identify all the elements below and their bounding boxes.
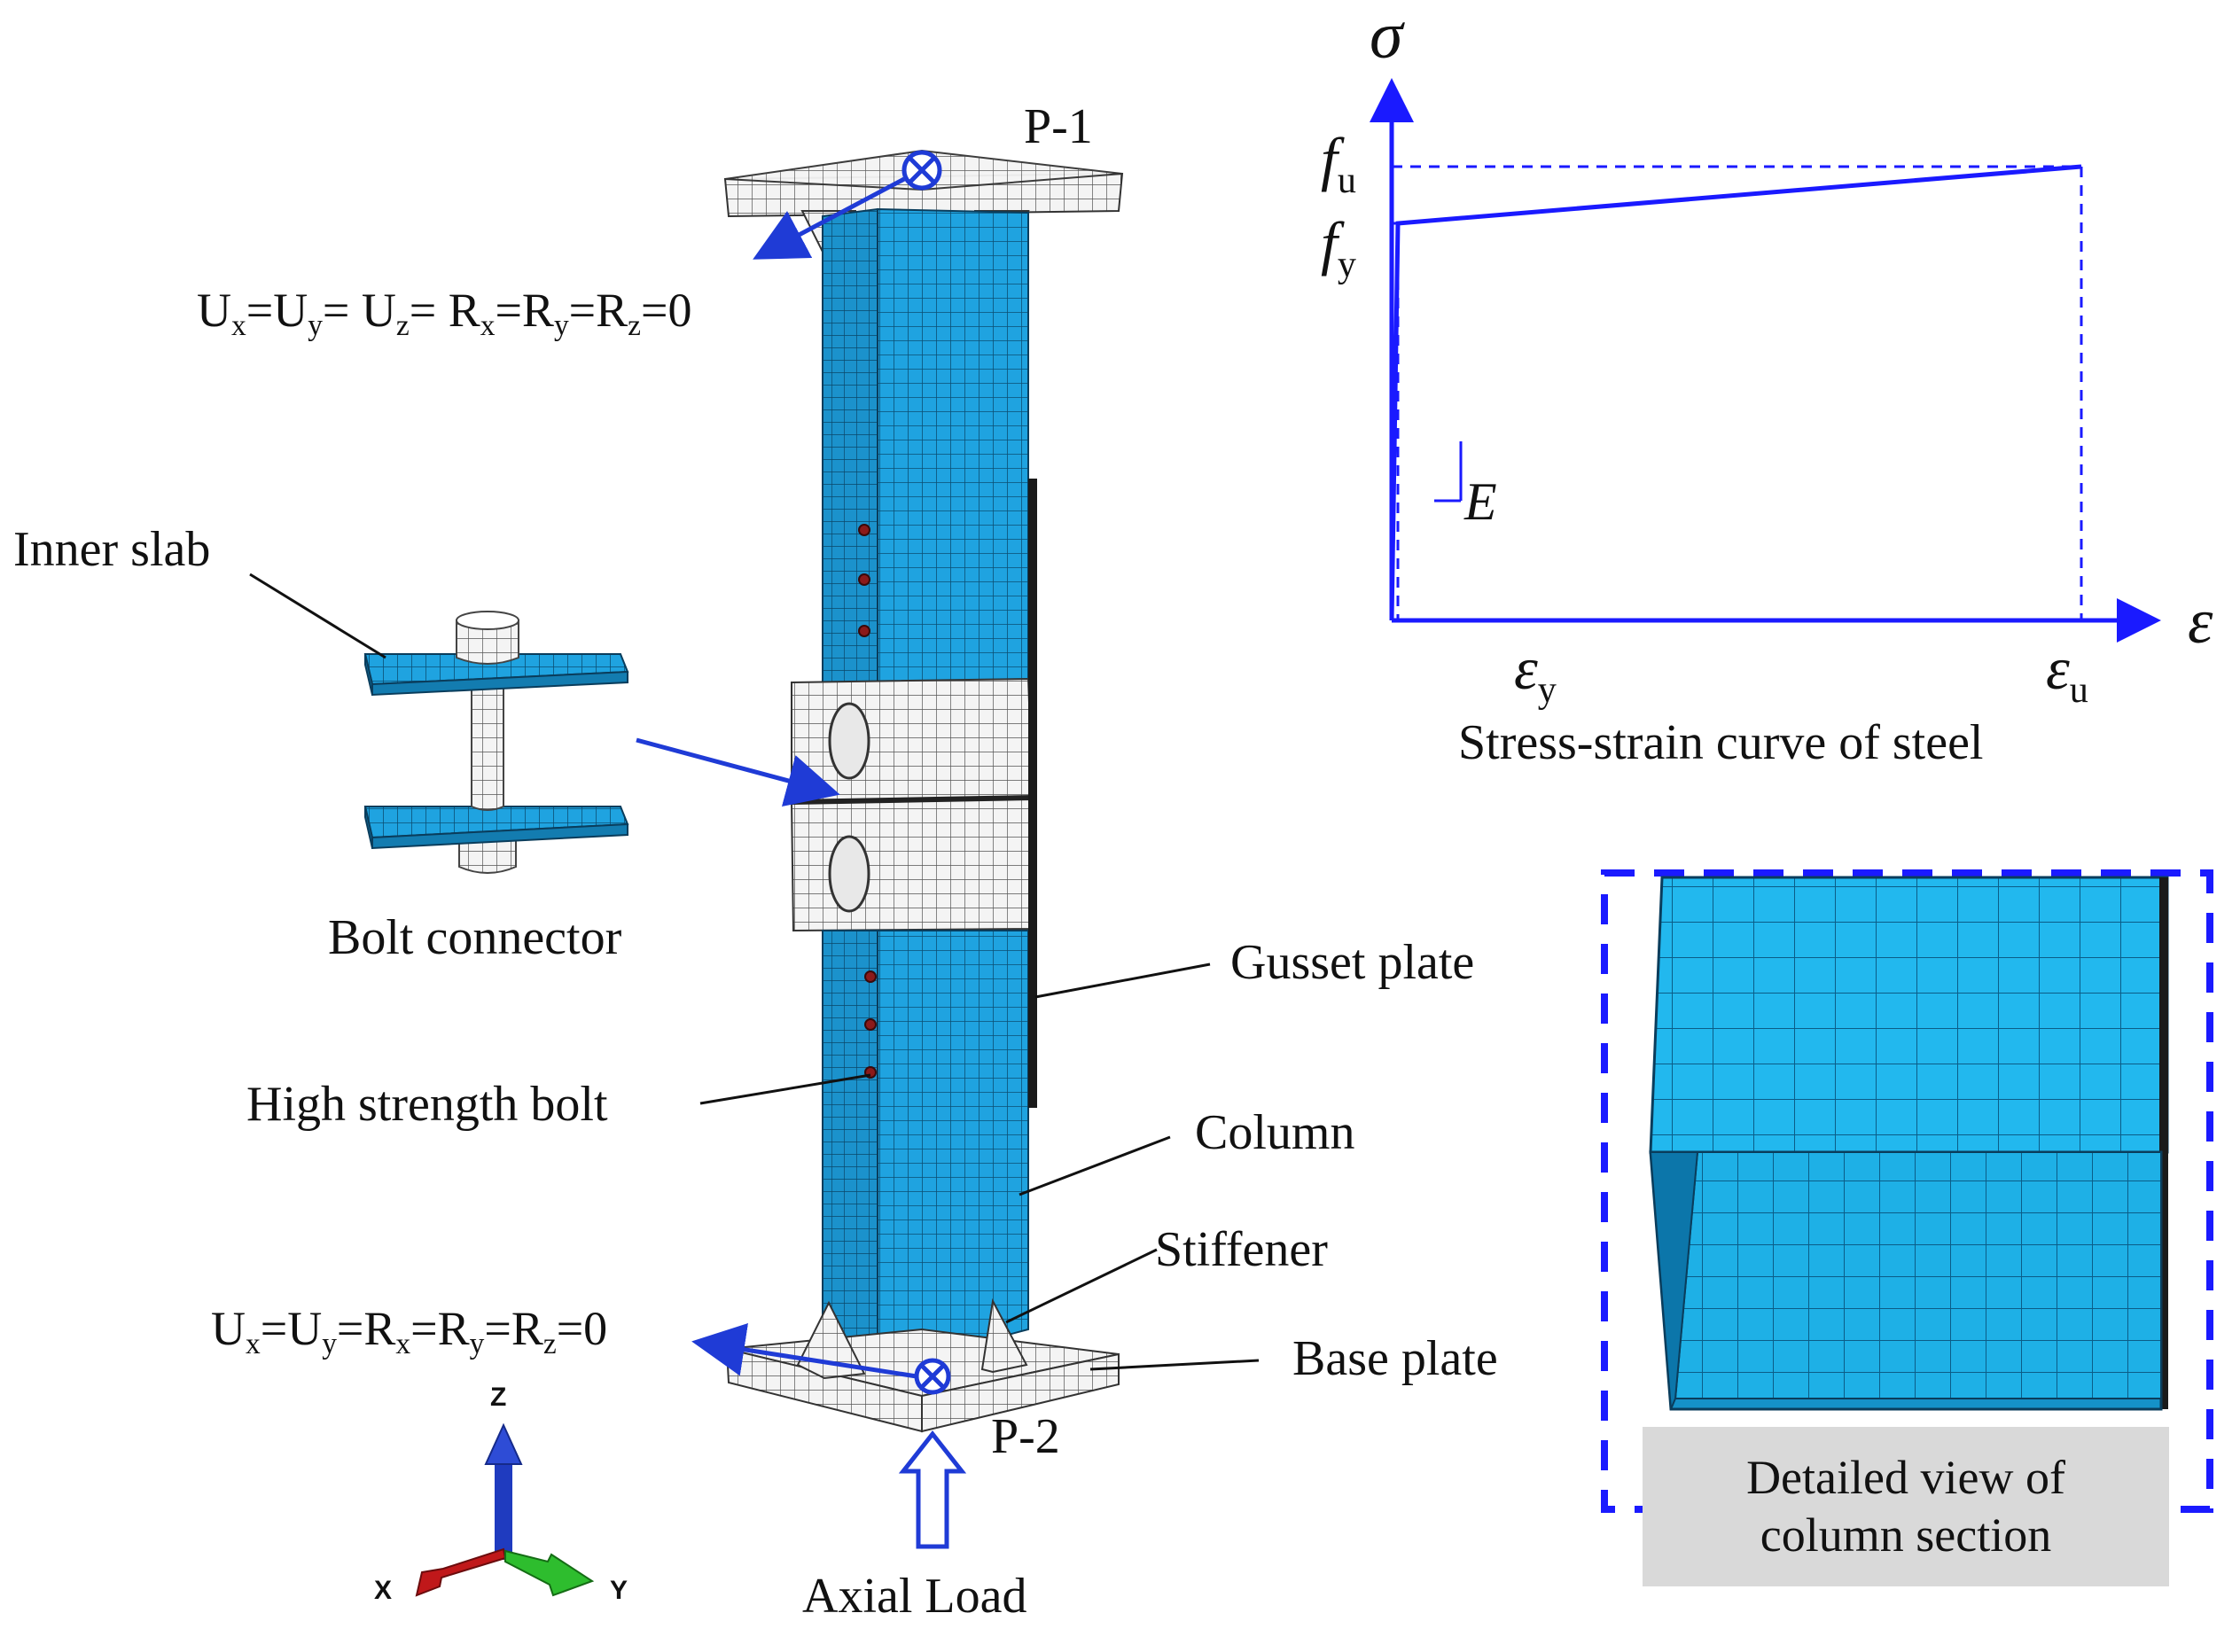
- stress-strain-chart: [1370, 78, 2161, 643]
- inner-slab-detail: [363, 611, 629, 874]
- triad-z-arrow: [484, 1422, 523, 1465]
- detail-caption-line1: Detailed view of: [1746, 1451, 2065, 1505]
- triad-x-label: X: [374, 1576, 393, 1605]
- detail-caption-line2: column section: [1760, 1508, 2052, 1562]
- column-upper: [822, 207, 1029, 683]
- triad-y-arrow: [504, 1549, 595, 1597]
- y-tick-fu: fu: [1321, 125, 1356, 201]
- label-axial-load: Axial Load: [802, 1569, 1027, 1624]
- label-p1: P-1: [1024, 99, 1093, 154]
- chart-title: Stress-strain curve of steel: [1458, 715, 1984, 770]
- modulus-triangle: [1434, 441, 1463, 503]
- x-tick-ey: εy: [1514, 635, 1557, 711]
- label-p2: P-2: [991, 1409, 1060, 1464]
- label-gusset-plate: Gusset plate: [1230, 935, 1475, 990]
- leader-gusset-plate: [1034, 962, 1211, 999]
- column-model: [723, 149, 1124, 1433]
- chart-xlabel: ε: [2188, 586, 2213, 657]
- label-stiffener: Stiffener: [1155, 1222, 1328, 1277]
- label-inner-slab: Inner slab: [13, 522, 211, 577]
- bolt-holes: [858, 524, 877, 1079]
- reference-point-p1: [901, 150, 942, 191]
- chart-ylabel: σ: [1370, 0, 1403, 73]
- leader-column: [1019, 1135, 1171, 1196]
- bc-bottom-arrow: [691, 1323, 917, 1379]
- bc-bottom-text: Ux=Uy=Rx=Ry=Rz=0: [211, 1302, 608, 1361]
- gusset-plate: [1028, 479, 1037, 1108]
- triad-x-arrow: [415, 1547, 507, 1597]
- bc-bottom-equation: Ux=Uy=Rx=Ry=Rz=0: [211, 1305, 607, 1360]
- column-lower: [822, 930, 1029, 1371]
- label-column: Column: [1195, 1105, 1355, 1160]
- label-bolt-connector: Bolt connector: [328, 910, 622, 965]
- leader-inner-slab: [249, 573, 386, 659]
- axial-load-arrow: [898, 1430, 967, 1549]
- label-high-strength-bolt: High strength bolt: [246, 1077, 608, 1132]
- detail-view: [1601, 869, 2213, 1513]
- stress-strain-line: [1389, 164, 2082, 621]
- top-plate: [723, 149, 1124, 218]
- leader-high-strength-bolt: [699, 1073, 871, 1105]
- x-tick-eu: εu: [2046, 635, 2088, 711]
- bolt-connector-arrow: [636, 737, 840, 807]
- bc-top-equation: Ux=Uy= Uz= Rx=Ry=Rz=0: [197, 286, 691, 341]
- triad-y-label: Y: [610, 1576, 628, 1605]
- triad-z-label: Z: [490, 1383, 507, 1412]
- coordinate-triad: [415, 1422, 595, 1597]
- label-base-plate: Base plate: [1292, 1331, 1498, 1386]
- detail-caption: Detailed view of column section: [1643, 1427, 2169, 1586]
- bc-top-arrow: [753, 176, 906, 260]
- bc-top-text: Ux=Uy= Uz= Rx=Ry=Rz=0: [197, 284, 692, 343]
- reference-point-p2: [914, 1358, 951, 1395]
- base-stiffener-right: [980, 1297, 1028, 1374]
- leader-stiffener: [1005, 1248, 1158, 1324]
- y-tick-fy: fy: [1321, 209, 1356, 285]
- leader-base-plate: [1089, 1359, 1260, 1371]
- bolt-connector-box: [790, 677, 1034, 932]
- annotation-e: E: [1464, 472, 1497, 531]
- leader-lines: [249, 573, 1260, 1371]
